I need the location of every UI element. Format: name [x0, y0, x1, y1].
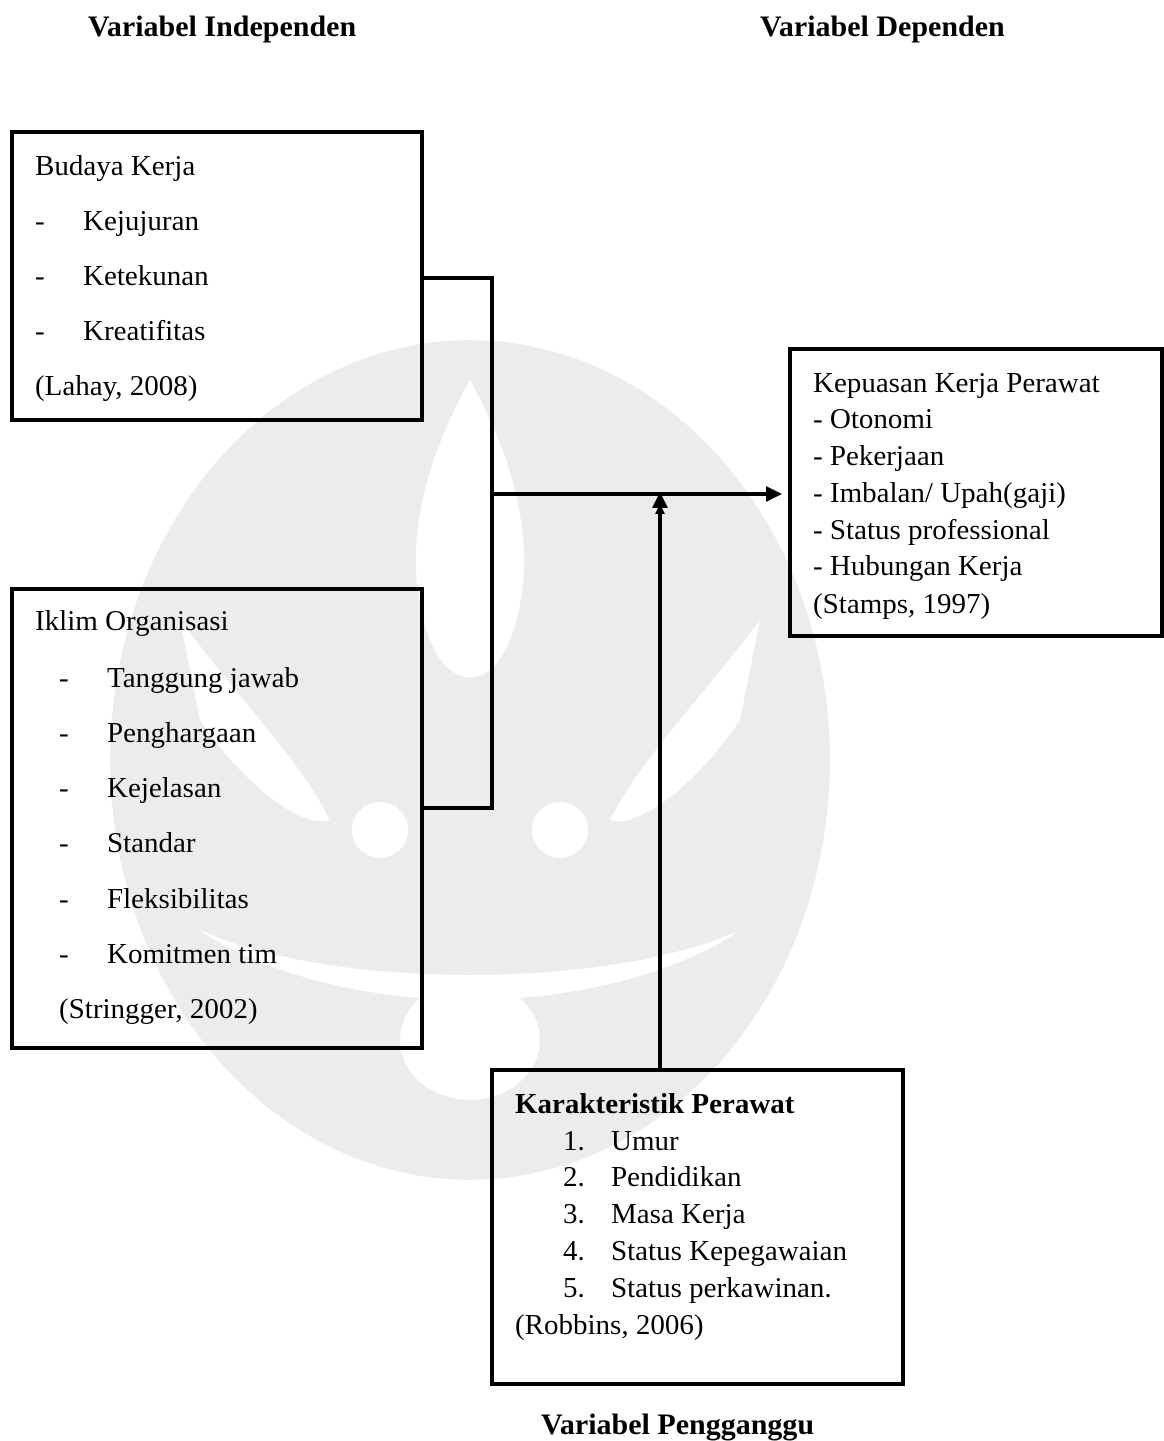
- iklim-organisasi-title: Iklim Organisasi: [35, 605, 229, 637]
- karakteristik-item-masa-kerja: Masa Kerja: [611, 1198, 746, 1230]
- budaya-kerja-title: Budaya Kerja: [35, 150, 196, 182]
- karakteristik-item-status-perkawinan: Status perkawinan.: [611, 1272, 832, 1304]
- iklim-item-tanggung-jawab: Tanggung jawab: [107, 662, 300, 694]
- budaya-item-kreatifitas: Kreatifitas: [83, 315, 206, 347]
- bullet-dash: -: [59, 938, 69, 970]
- budaya-item-ketekunan: Ketekunan: [83, 260, 209, 292]
- karakteristik-number: 4.: [563, 1235, 585, 1267]
- karakteristik-perawat-title: Karakteristik Perawat: [515, 1088, 795, 1120]
- bullet-dash: -: [59, 662, 69, 694]
- iklim-organisasi-box: [10, 587, 424, 1050]
- bullet-dash: -: [35, 315, 45, 347]
- kepuasan-item-imbalan: - Imbalan/ Upah(gaji): [813, 477, 1066, 509]
- bullet-dash: -: [59, 883, 69, 915]
- kepuasan-item-pekerjaan: - Pekerjaan: [813, 440, 945, 472]
- iklim-item-kejelasan: Kejelasan: [107, 772, 222, 804]
- karakteristik-number: 2.: [563, 1161, 585, 1193]
- karakteristik-number: 1.: [563, 1125, 585, 1157]
- kepuasan-kerja-source: (Stamps, 1997): [813, 588, 991, 620]
- karakteristik-number: 5.: [563, 1272, 585, 1304]
- bullet-dash: -: [35, 205, 45, 237]
- karakteristik-number: 3.: [563, 1198, 585, 1230]
- iklim-item-komitmen-tim: Komitmen tim: [107, 938, 277, 970]
- confounding-variable-heading: Variabel Pengganggu: [541, 1408, 815, 1441]
- dependent-variable-heading: Variabel Dependen: [760, 10, 1005, 43]
- budaya-connector: [422, 276, 494, 810]
- karakteristik-item-umur: Umur: [611, 1125, 679, 1157]
- bullet-dash: -: [35, 260, 45, 292]
- iklim-item-penghargaan: Penghargaan: [107, 717, 257, 749]
- iklim-item-standar: Standar: [107, 827, 196, 859]
- iklim-item-fleksibilitas: Fleksibilitas: [107, 883, 249, 915]
- karakteristik-source: (Robbins, 2006): [515, 1309, 704, 1341]
- budaya-kerja-box: [10, 130, 424, 422]
- kepuasan-kerja-box: [788, 347, 1164, 638]
- karakteristik-item-status-kepegawaian: Status Kepegawaian: [611, 1235, 847, 1267]
- kepuasan-item-otonomi: - Otonomi: [813, 403, 934, 435]
- bullet-dash: -: [59, 772, 69, 804]
- karakteristik-perawat-box: [490, 1068, 905, 1386]
- kepuasan-item-status-professional: - Status professional: [813, 514, 1050, 546]
- budaya-kerja-source: (Lahay, 2008): [35, 370, 198, 402]
- kepuasan-kerja-title: Kepuasan Kerja Perawat: [813, 367, 1100, 399]
- karakteristik-item-pendidikan: Pendidikan: [611, 1161, 742, 1193]
- kepuasan-item-hubungan-kerja: - Hubungan Kerja: [813, 550, 1023, 582]
- bullet-dash: -: [59, 827, 69, 859]
- budaya-item-kejujuran: Kejujuran: [83, 205, 199, 237]
- iklim-organisasi-source: (Stringger, 2002): [59, 993, 258, 1025]
- bullet-dash: -: [59, 717, 69, 749]
- independent-variable-heading: Variabel Independen: [88, 10, 357, 43]
